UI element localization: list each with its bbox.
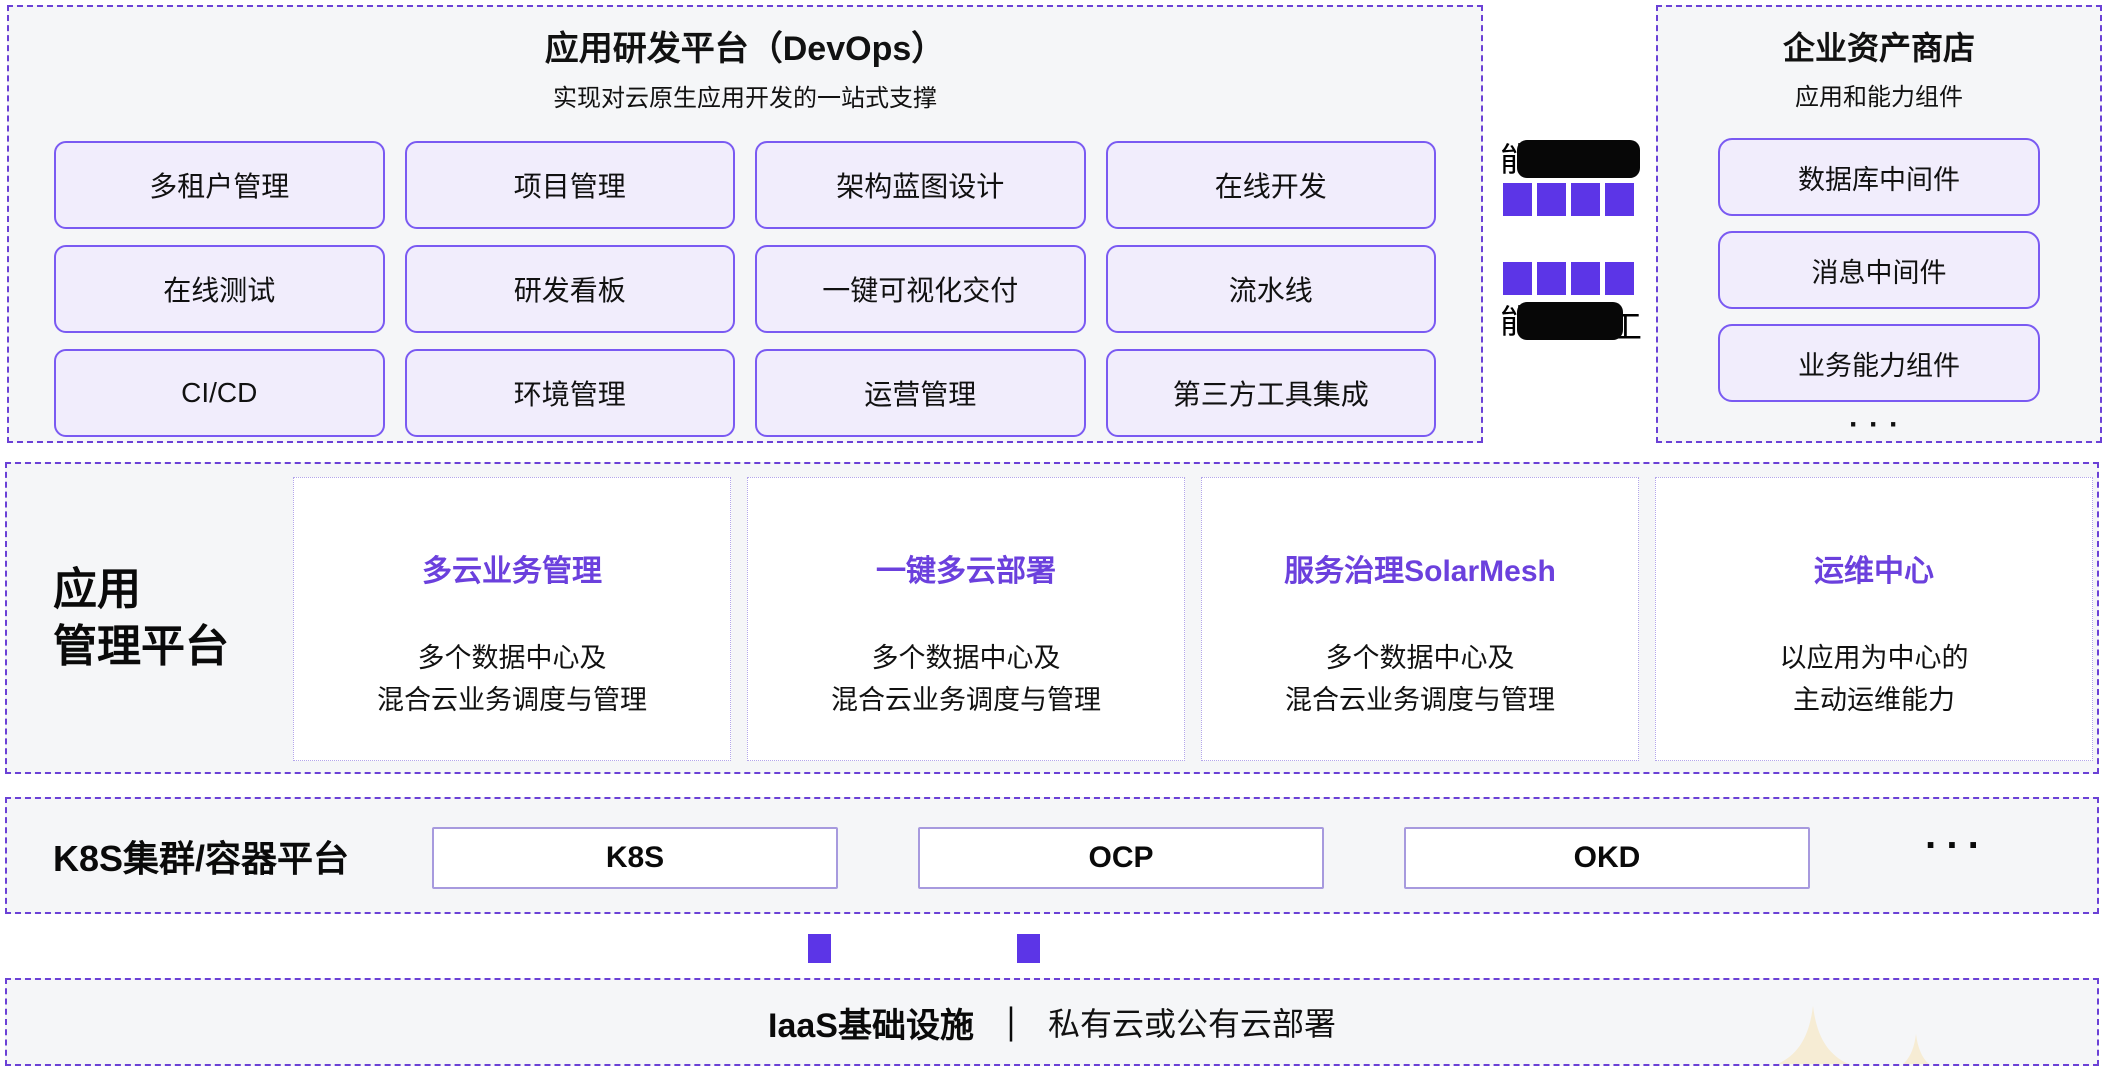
asset-item-business-capability: 业务能力组件 [1718, 324, 2040, 402]
asset-item-message-middleware: 消息中间件 [1718, 231, 2040, 309]
card-ops-center: 运维中心 以应用为中心的 主动运维能力 [1655, 477, 2093, 761]
flow-arrow-squares-right [1503, 183, 1634, 216]
card-description: 多个数据中心及 混合云业务调度与管理 [831, 638, 1101, 722]
devops-module-kanban: 研发看板 [404, 245, 735, 333]
devops-module-env-mgmt: 环境管理 [404, 349, 735, 437]
iaas-description: 私有云或公有云部署 [1047, 1006, 1336, 1042]
devops-module-cicd: CI/CD [54, 349, 385, 437]
card-description: 多个数据中心及 混合云业务调度与管理 [1285, 638, 1555, 722]
arrow-square-icon [1605, 183, 1634, 216]
asset-store-panel: 企业资产商店 应用和能力组件 数据库中间件 消息中间件 业务能力组件 ··· [1656, 5, 2102, 443]
devops-module-blueprint: 架构蓝图设计 [755, 141, 1086, 229]
devops-module-grid: 多租户管理 项目管理 架构蓝图设计 在线开发 在线测试 研发看板 一键可视化交付… [54, 141, 1436, 437]
connector-square-icon [808, 934, 831, 963]
black-bar-shape [1517, 140, 1640, 178]
arrow-square-icon [1537, 183, 1566, 216]
card-description: 以应用为中心的 主动运维能力 [1780, 638, 1969, 722]
devops-panel: 应用研发平台（DevOps） 实现对云原生应用开发的一站式支撑 多租户管理 项目… [7, 5, 1483, 443]
devops-panel-title: 应用研发平台（DevOps） [544, 30, 946, 68]
card-desc-line1: 多个数据中心及 [871, 643, 1061, 673]
arrow-square-icon [1537, 262, 1566, 295]
asset-store-title: 企业资产商店 [1782, 30, 1975, 66]
card-desc-line1: 多个数据中心及 [1325, 643, 1515, 673]
devops-module-multitenant: 多租户管理 [54, 141, 385, 229]
sparkle-icon [1777, 1006, 1849, 1064]
app-management-band: 应用 管理平台 多云业务管理 多个数据中心及 混合云业务调度与管理 一键多云部署… [5, 462, 2099, 774]
asset-store-list: 数据库中间件 消息中间件 业务能力组件 [1718, 138, 2040, 402]
k8s-platform-ellipsis: ··· [1925, 823, 1989, 868]
arrow-square-icon [1503, 262, 1532, 295]
card-oneclick-deploy: 一键多云部署 多个数据中心及 混合云业务调度与管理 [747, 477, 1185, 761]
capability-flow-bar-bottom: 能 工 [1500, 301, 1642, 343]
arrow-square-icon [1571, 183, 1600, 216]
platform-box-ocp: OCP [918, 827, 1324, 889]
app-management-cards: 多云业务管理 多个数据中心及 混合云业务调度与管理 一键多云部署 多个数据中心及… [293, 477, 2093, 761]
iaas-band: IaaS基础设施 ｜ 私有云或公有云部署 [5, 978, 2099, 1066]
black-bar-shape [1517, 302, 1623, 340]
card-description: 多个数据中心及 混合云业务调度与管理 [377, 638, 647, 722]
card-title: 运维中心 [1814, 555, 1934, 588]
card-multicloud-business: 多云业务管理 多个数据中心及 混合云业务调度与管理 [293, 477, 731, 761]
connector-square-icon [1017, 934, 1040, 963]
app-management-label-line2: 管理平台 [53, 622, 229, 671]
arrow-square-icon [1605, 262, 1634, 295]
card-service-governance-solarmesh: 服务治理SolarMesh 多个数据中心及 混合云业务调度与管理 [1201, 477, 1639, 761]
asset-store-ellipsis: ··· [1849, 408, 1909, 441]
card-title: 服务治理SolarMesh [1284, 555, 1556, 588]
asset-item-database-middleware: 数据库中间件 [1718, 138, 2040, 216]
k8s-platform-label: K8S集群/容器平台 [53, 837, 350, 879]
devops-module-pipeline: 流水线 [1105, 245, 1436, 333]
arrow-square-icon [1571, 262, 1600, 295]
devops-panel-subtitle: 实现对云原生应用开发的一站式支撑 [553, 85, 937, 112]
devops-module-project-mgmt: 项目管理 [404, 141, 735, 229]
app-management-label-line1: 应用 [53, 564, 141, 614]
card-desc-line1: 以应用为中心的 [1779, 643, 1969, 673]
devops-module-3rdparty: 第三方工具集成 [1105, 349, 1436, 437]
card-title: 多云业务管理 [422, 555, 602, 588]
iaas-label: IaaS基础设施 [768, 1006, 974, 1045]
arrow-square-icon [1503, 183, 1532, 216]
card-desc-line2: 混合云业务调度与管理 [1285, 684, 1555, 715]
card-desc-line2: 混合云业务调度与管理 [831, 684, 1101, 715]
devops-module-online-test: 在线测试 [54, 245, 385, 333]
platform-box-okd: OKD [1404, 827, 1810, 889]
devops-module-visual-delivery: 一键可视化交付 [755, 245, 1086, 333]
platform-box-k8s: K8S [432, 827, 838, 889]
devops-module-ops-mgmt: 运营管理 [755, 349, 1086, 437]
card-desc-line1: 多个数据中心及 [417, 643, 607, 673]
capability-flow-bar-top: 能 [1500, 139, 1640, 179]
iaas-separator: ｜ [993, 1006, 1028, 1045]
k8s-platform-boxes: K8S OCP OKD [432, 827, 1810, 889]
asset-store-subtitle: 应用和能力组件 [1795, 84, 1963, 111]
app-management-label: 应用 管理平台 [53, 561, 229, 675]
devops-module-online-dev: 在线开发 [1105, 141, 1436, 229]
k8s-platform-band: K8S集群/容器平台 K8S OCP OKD ··· [5, 797, 2099, 914]
card-desc-line2: 混合云业务调度与管理 [377, 684, 647, 715]
card-desc-line2: 主动运维能力 [1793, 684, 1955, 715]
flow-arrow-squares-left [1503, 262, 1634, 295]
sparkle-icon [1903, 1034, 1929, 1064]
card-title: 一键多云部署 [876, 555, 1056, 588]
